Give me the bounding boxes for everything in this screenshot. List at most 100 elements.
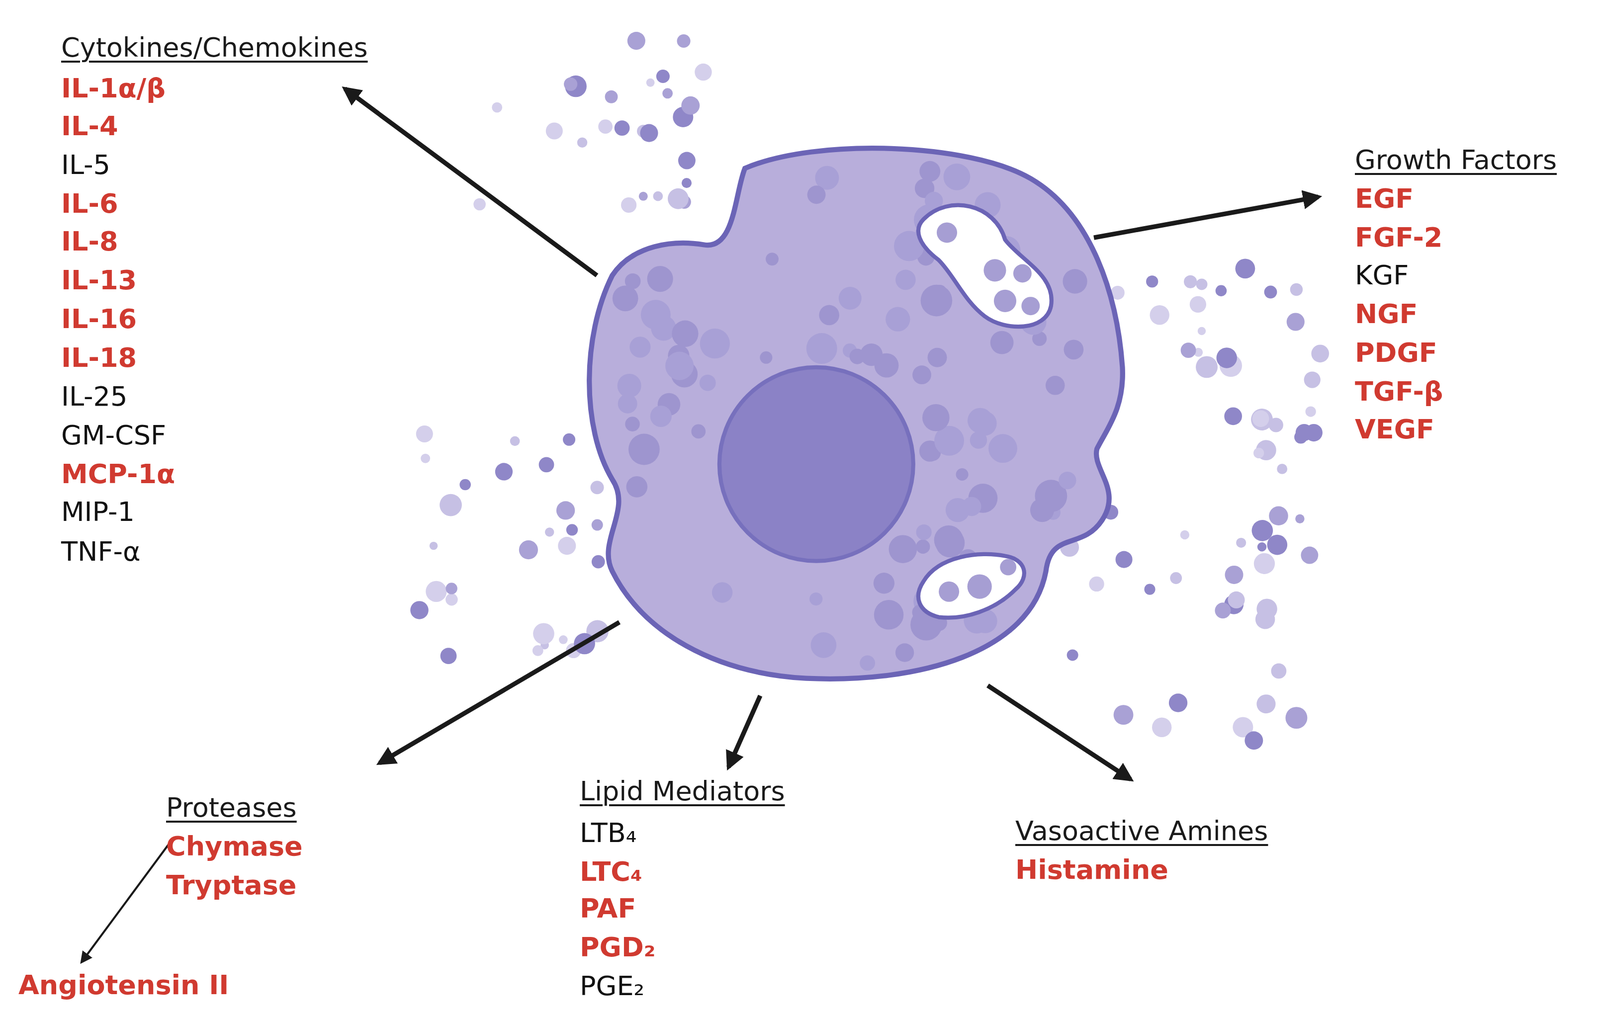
released-granule	[1169, 572, 1182, 585]
released-granule	[652, 191, 663, 202]
cell-membrane	[589, 148, 1123, 680]
released-granule	[1180, 530, 1190, 540]
released-granule	[510, 436, 521, 447]
released-granule	[646, 78, 655, 88]
released-granule	[614, 120, 630, 136]
granule	[874, 353, 899, 378]
group-heading: Growth Factors	[1354, 144, 1557, 177]
mediator-label: Angiotensin II	[18, 969, 229, 1002]
released-granule	[420, 453, 431, 464]
mediator-label: KGF	[1354, 259, 1409, 292]
release-arrow	[1093, 196, 1319, 238]
released-granule	[1215, 285, 1228, 297]
released-granule	[1195, 278, 1208, 290]
released-granule	[544, 527, 554, 537]
granule	[888, 534, 918, 564]
released-granule	[639, 124, 658, 143]
granule	[936, 222, 958, 243]
granule	[617, 373, 642, 398]
group-heading: Proteases	[166, 792, 297, 824]
granule	[1063, 339, 1084, 360]
released-granule	[1304, 371, 1321, 388]
release-arrow	[379, 622, 620, 764]
mediator-label: PDGF	[1354, 337, 1438, 369]
released-granule	[621, 197, 637, 213]
released-granule	[1146, 275, 1158, 288]
granule	[927, 348, 948, 368]
released-granule	[1264, 285, 1278, 299]
released-granule	[678, 152, 696, 170]
release-arrow	[728, 696, 761, 768]
released-granule	[1251, 520, 1274, 542]
granule	[759, 351, 773, 364]
released-granule	[1268, 506, 1289, 527]
released-granule	[519, 540, 538, 560]
granule	[1021, 296, 1040, 316]
released-granule	[1286, 312, 1305, 331]
mediator-label: IL-4	[61, 110, 119, 143]
released-granule	[557, 536, 576, 555]
mediator-label: IL-18	[61, 342, 137, 374]
granule	[765, 252, 779, 266]
released-granule	[1256, 694, 1276, 714]
released-granule	[605, 90, 619, 104]
granule	[895, 643, 914, 662]
granule	[612, 285, 639, 312]
granule	[895, 269, 916, 291]
granule	[624, 416, 640, 432]
granule	[919, 161, 941, 182]
granule	[700, 328, 730, 359]
granule	[628, 434, 660, 466]
released-granule	[1216, 347, 1238, 368]
granule	[849, 348, 866, 364]
granule	[806, 333, 838, 364]
granule	[647, 266, 674, 292]
granule	[922, 404, 950, 432]
released-granule	[558, 635, 568, 645]
released-granule	[1290, 283, 1303, 296]
granule	[665, 352, 694, 381]
released-granule	[1183, 275, 1197, 289]
released-granule	[681, 96, 700, 115]
released-granule	[591, 555, 606, 569]
released-granule	[439, 494, 462, 517]
mediator-label: PGD₂	[579, 931, 656, 964]
granule	[671, 320, 699, 348]
granule	[626, 476, 648, 498]
granule	[983, 259, 1006, 282]
cytoplasmic-granules	[612, 161, 1088, 671]
released-granule	[591, 519, 604, 532]
granule	[650, 405, 672, 428]
mediator-label: Histamine	[1015, 854, 1169, 887]
granule	[874, 600, 904, 630]
released-granule	[1300, 546, 1319, 565]
released-granule	[590, 480, 604, 495]
released-granule	[445, 593, 458, 607]
mediator-label: MIP-1	[61, 496, 135, 529]
group-heading: Lipid Mediators	[579, 775, 786, 808]
released-granule	[1244, 731, 1263, 750]
released-granule	[1294, 430, 1308, 444]
released-granule	[1066, 649, 1079, 661]
released-granule	[656, 69, 670, 84]
released-granule	[1253, 447, 1264, 459]
granule	[943, 163, 971, 191]
mediator-label: PGE₂	[579, 970, 645, 1003]
released-granule	[1276, 463, 1288, 475]
granule	[988, 434, 1018, 463]
released-granule	[459, 479, 471, 491]
granule	[956, 468, 969, 481]
granule	[807, 185, 826, 204]
granule	[691, 424, 706, 440]
mediator-label: TGF-β	[1354, 375, 1443, 408]
granule	[1058, 471, 1076, 490]
granule	[916, 524, 932, 540]
released-granules	[410, 31, 1330, 750]
granule	[1045, 375, 1066, 396]
released-granule	[473, 198, 486, 211]
mediator-label: LTB₄	[579, 817, 637, 850]
released-granule	[1257, 542, 1267, 552]
released-granule	[1152, 717, 1172, 738]
released-granule	[429, 541, 438, 550]
